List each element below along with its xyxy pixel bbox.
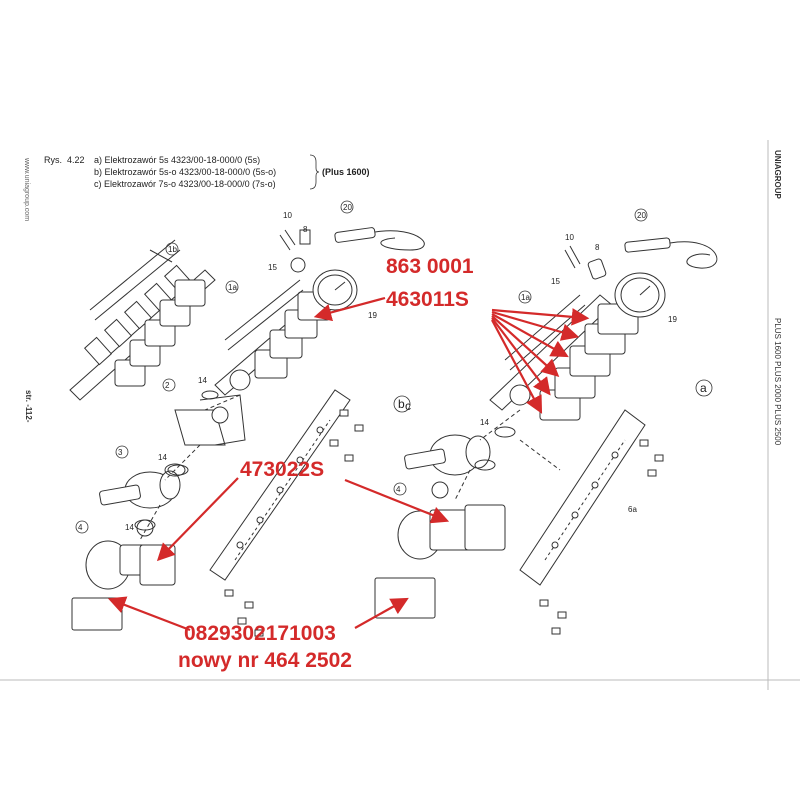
part-label: 10 xyxy=(565,233,574,242)
part-label: 1b xyxy=(168,245,177,254)
label-bubbles xyxy=(75,200,713,534)
part-label: 6a xyxy=(628,505,637,514)
part-label: 1a xyxy=(228,283,237,292)
part-label: 15 xyxy=(551,277,560,286)
mounting-rail-right xyxy=(519,409,664,635)
part-label: 14 xyxy=(125,523,134,532)
figure-caption: Rys. 4.22 xyxy=(44,154,85,166)
caption-brace xyxy=(309,154,320,190)
brand-name: UNIAGROUP xyxy=(773,150,782,199)
valve-bank-1b xyxy=(69,239,216,401)
valve-3 xyxy=(99,463,186,509)
page-number: str. -112- xyxy=(24,390,33,423)
part-label: 4 xyxy=(78,523,83,532)
part-label: 8 xyxy=(595,243,600,252)
part-label: 20 xyxy=(343,203,352,212)
part-label: 19 xyxy=(668,315,677,324)
part-labels: 20 10 8 15 1b 1a 19 2 14 3 14 4 14 b c 2… xyxy=(78,203,707,532)
fig-prefix: Rys. xyxy=(44,155,62,165)
sensor-cable-left xyxy=(279,227,425,273)
part-label: 4 xyxy=(396,485,401,494)
part-label: 8 xyxy=(303,225,308,234)
model-note: (Plus 1600) xyxy=(322,167,370,177)
part-label: 15 xyxy=(268,263,277,272)
valve-4-right xyxy=(374,481,506,619)
valve-bank-1a xyxy=(214,279,331,396)
part-label: 10 xyxy=(283,211,292,220)
part-label: 20 xyxy=(637,211,646,220)
valve-3-right xyxy=(404,434,491,476)
part-label: 1a xyxy=(521,293,530,302)
bracket-2 xyxy=(174,394,246,446)
gaskets xyxy=(134,390,516,531)
caption-line-b: b) Elektrozawór 5s-o 4323/00-18-000/0 (5… xyxy=(94,167,277,177)
annotation-code-1: 863 0001 xyxy=(386,255,474,278)
pressure-gauge-left xyxy=(312,269,358,311)
pressure-gauge-right xyxy=(614,272,666,318)
annotation-code-2: 463011S xyxy=(386,288,469,311)
leader-lines xyxy=(139,394,561,541)
part-label: 19 xyxy=(368,311,377,320)
part-label: c xyxy=(405,399,411,413)
part-label: a xyxy=(700,381,707,395)
caption-line-c: c) Elektrozawór 7s-o 4323/00-18-000/0 (7… xyxy=(94,179,276,189)
part-label: 14 xyxy=(480,418,489,427)
part-label: 14 xyxy=(158,453,167,462)
fig-number: 4.22 xyxy=(67,155,85,165)
caption-line-a: a) Elektrozawór 5s 4323/00-18-000/0 (5s) xyxy=(94,155,261,165)
red-annotation-arrows xyxy=(107,296,590,632)
part-label: 14 xyxy=(198,376,207,385)
model-list: PLUS 1600 PLUS 2000 PLUS 2500 xyxy=(773,318,782,446)
part-label: 3 xyxy=(118,448,123,457)
annotation-code-4: 0829302171003 xyxy=(184,622,336,645)
annotation-code-3: 473022S xyxy=(240,458,325,481)
website-url: www.uniagroup.com xyxy=(23,158,30,222)
part-label: 2 xyxy=(165,381,170,390)
sensor-cable-right xyxy=(564,237,718,280)
valve-4-left xyxy=(71,519,176,631)
annotation-code-5: nowy nr 464 2502 xyxy=(178,649,352,672)
part-label: b xyxy=(398,397,405,411)
mounting-rail-left xyxy=(209,389,364,637)
